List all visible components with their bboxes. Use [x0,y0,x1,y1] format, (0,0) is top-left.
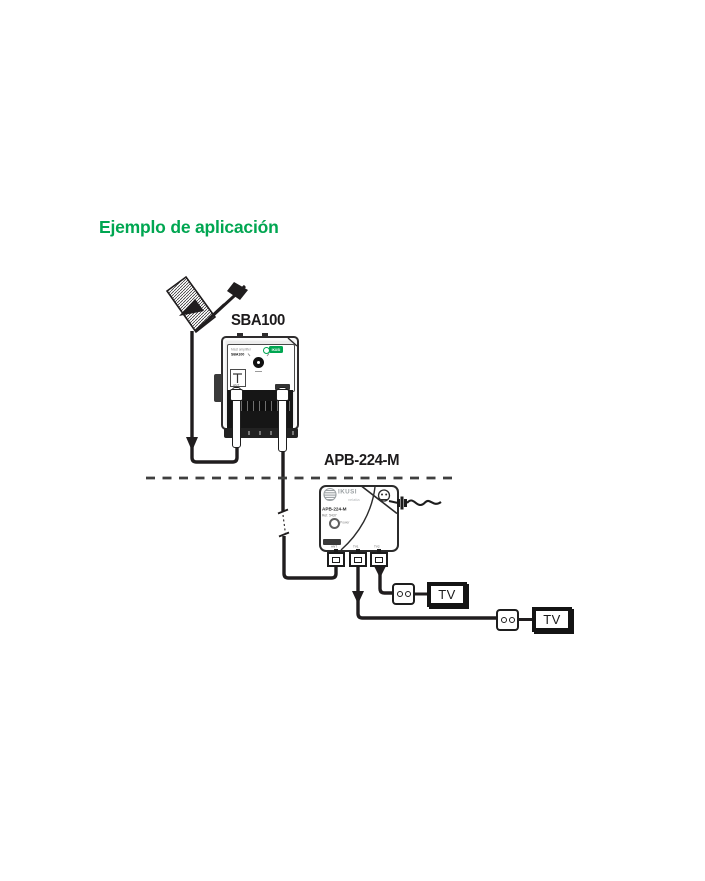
sba100-panel-model: SBA100 [231,352,245,357]
wall-outlet-2 [496,609,519,631]
tv1-output-line [356,564,500,620]
cable-gland-right [276,389,289,401]
port-stem [377,549,381,553]
panel-dark-label [275,383,290,390]
tv-box-1: TV [427,582,467,607]
apb-port-label-tv1: TV1 [353,544,359,548]
antenna-downlead [190,331,239,464]
coax-cable-left [231,387,241,448]
power-led [329,518,340,529]
apb-port-label-tv2: TV2 [374,544,380,548]
coax-cable-right [278,387,287,452]
signal-arrow-down-antenna [186,437,198,451]
sba100-top-clip [262,333,268,337]
f-connector-tv2 [370,552,388,567]
sba100-label: SBA100 [231,312,285,329]
brand-text: IKUSI [338,488,357,496]
signal-arrow-down-tv1 [352,591,364,604]
f-connector-ant [327,552,345,567]
sba100-top-clip [237,333,243,337]
apb-model-text: APB-224-M [322,506,347,512]
cable-gland-left [229,389,243,401]
brand-subtext: velatia [348,497,360,502]
tv-box-2: TV [532,607,572,632]
gain-knob [253,357,264,368]
cable-break-icon [277,508,290,538]
apb-label: APB-224-M [324,452,400,469]
signal-arrow-down-tv2 [374,566,386,578]
bottom-strip-terminals [228,431,294,435]
apb-dark-label [323,539,341,545]
apb-port-label-ant: ANT [331,544,338,548]
module-fins [236,401,290,411]
port-stem [356,549,360,553]
tv2-text: TV [543,612,561,627]
power-led-label: Power [339,520,350,524]
sba100-panel-text: Mast amplifier [231,347,251,352]
sba100-port-label: ANT [233,383,240,388]
apb-ref-text: Ref. 5437 [322,513,337,517]
apb-input-line [282,536,338,580]
tv1-text: TV [438,587,456,602]
wall-outlet-1 [392,583,415,605]
page-title: Ejemplo de aplicación [99,217,279,237]
ikusi-badge-icon: IKUSI [269,346,283,353]
tv2-output-line [378,564,396,595]
sba100-side-tab [214,374,222,402]
antenna-icon [165,275,248,334]
f-connector-tv1 [349,552,367,567]
port-stem [334,549,338,553]
